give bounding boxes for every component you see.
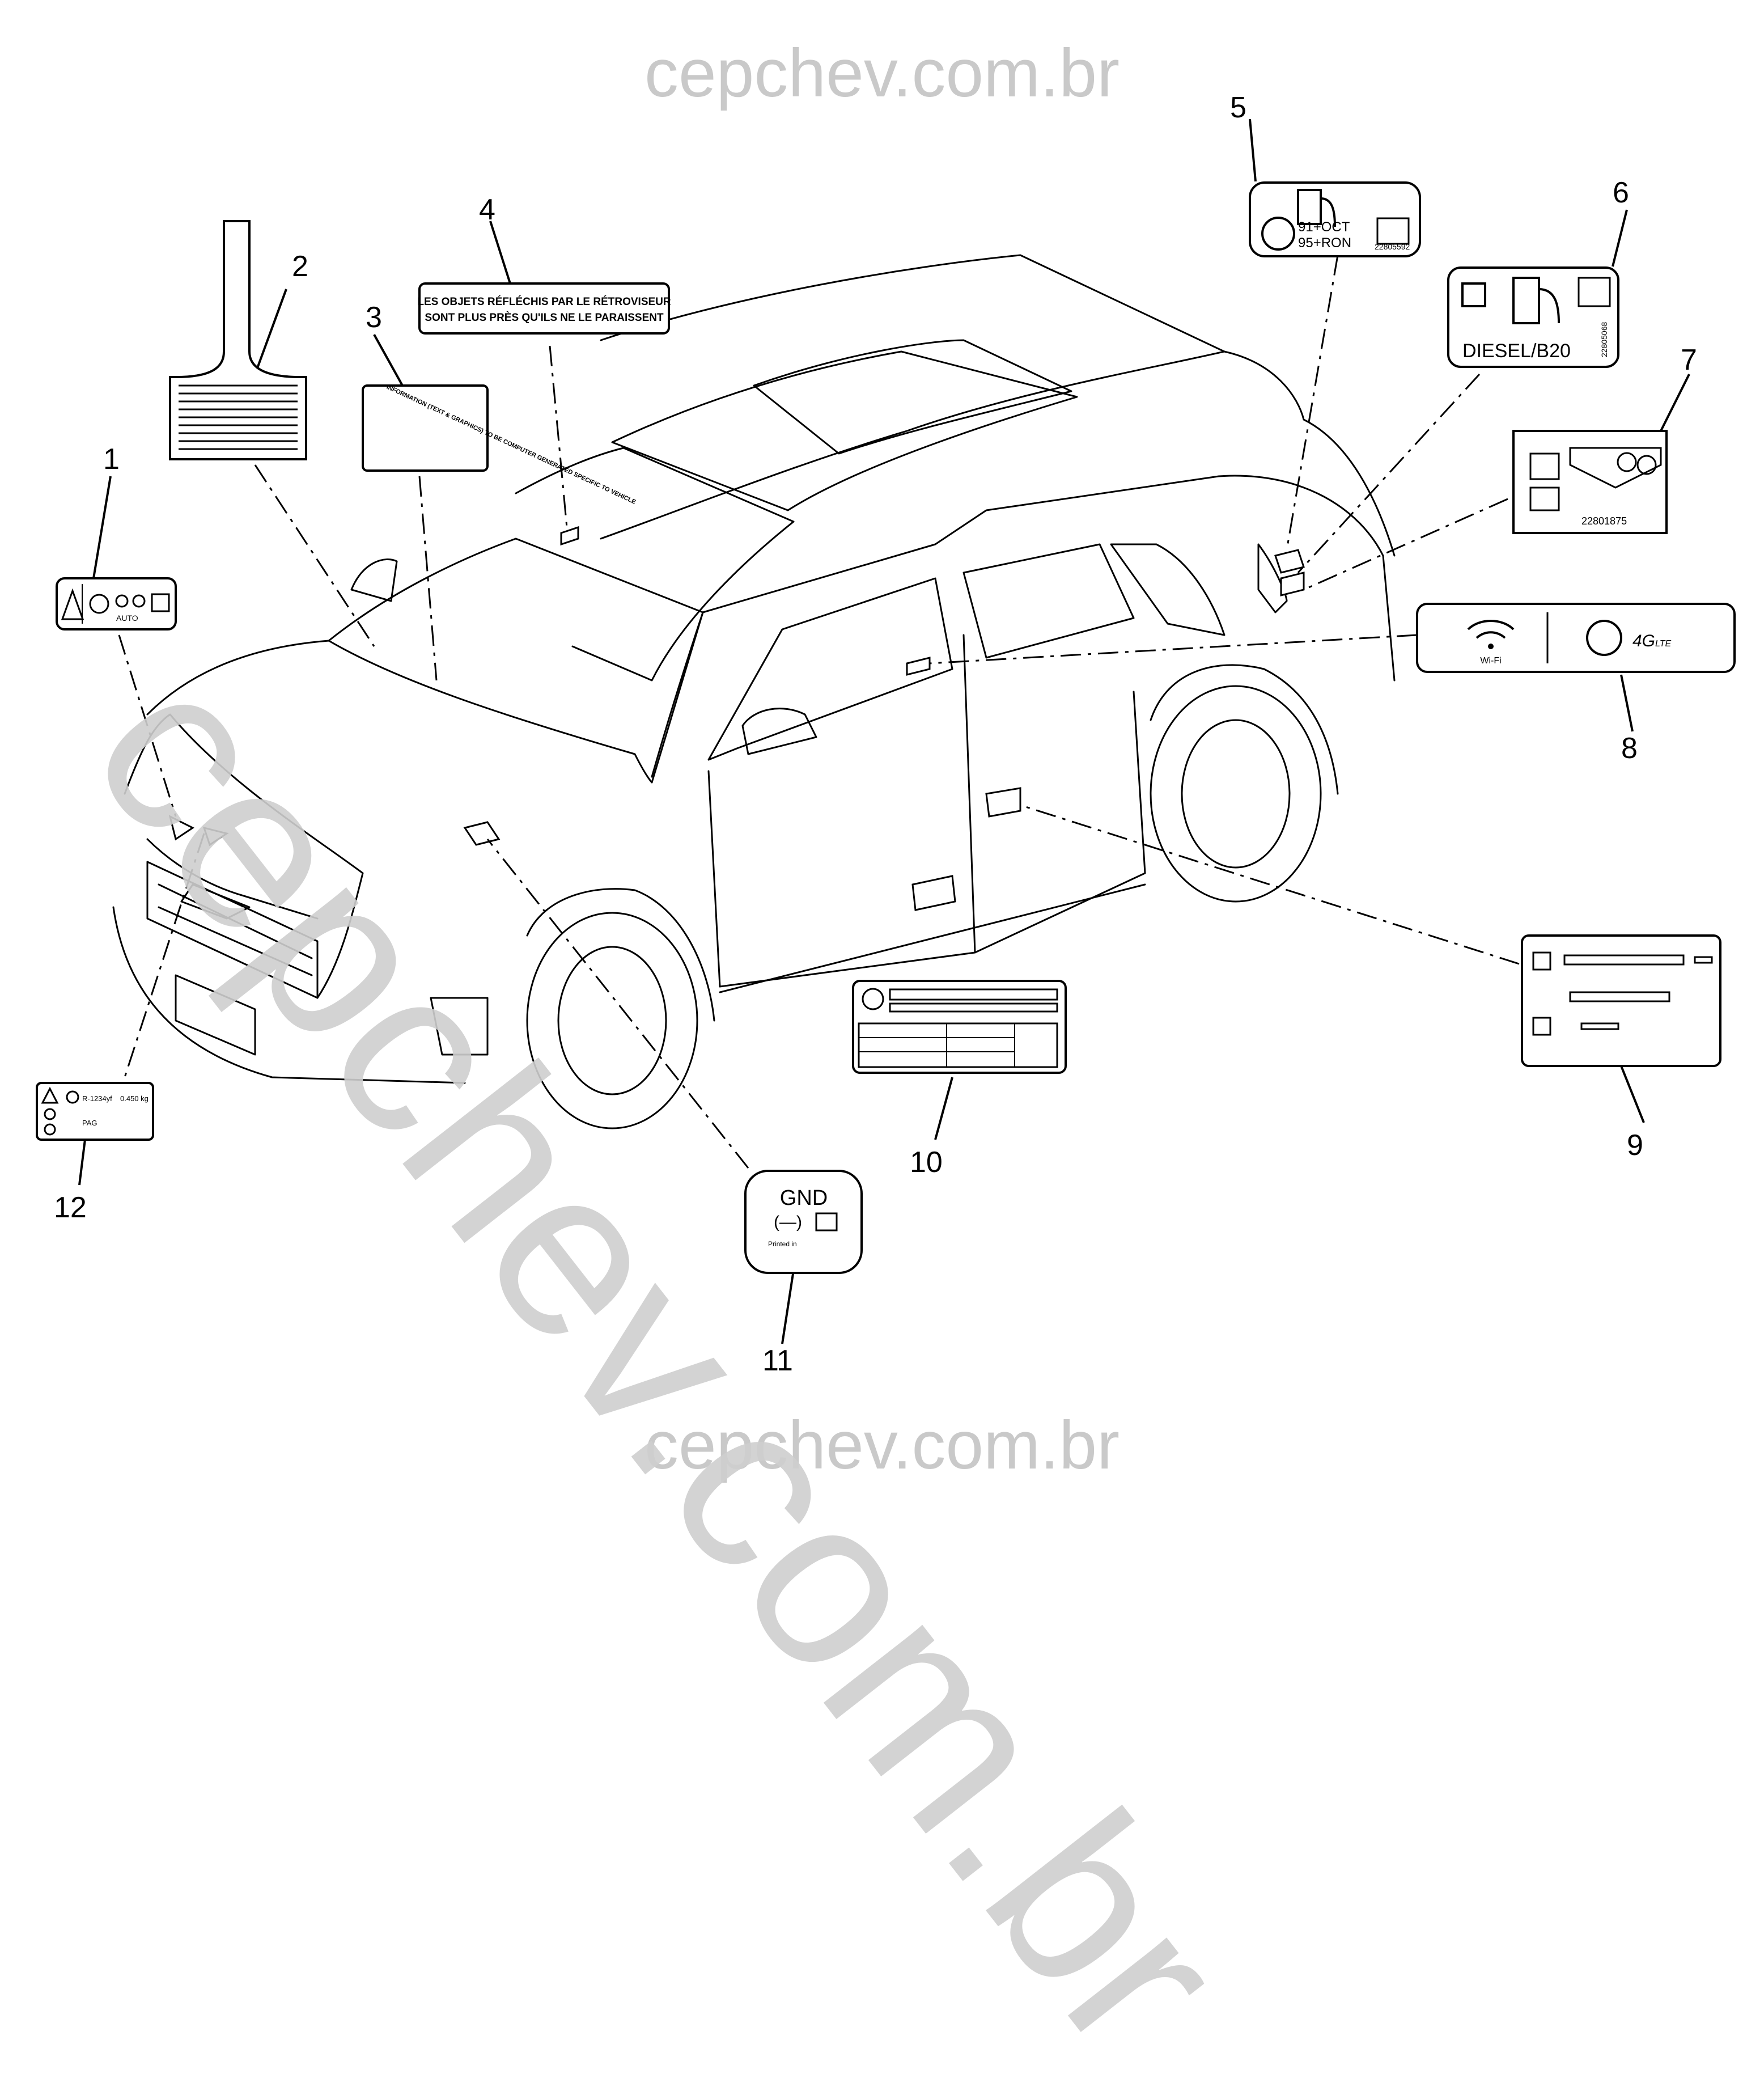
label-12-oil: PAG [82, 1119, 97, 1127]
label-11-gnd: GND [780, 1186, 828, 1210]
label-10 [852, 980, 1067, 1074]
label-1: AUTO [56, 577, 177, 630]
callout-leaders [78, 119, 1690, 1344]
label-8: Wi-Fi 4G LTE [1416, 603, 1736, 673]
label-8-lte: LTE [1655, 639, 1671, 649]
label-2 [169, 220, 307, 460]
label-6: DIESEL/B20 22805068 [1447, 266, 1619, 368]
label-8-wifi: Wi-Fi [1480, 656, 1501, 666]
callout-4: 4 [479, 193, 495, 226]
label-6-code: 22805068 [1600, 321, 1609, 357]
label-1-auto: AUTO [116, 613, 138, 623]
watermark-bottom: cepchev.com.br [644, 1407, 1120, 1483]
callout-10: 10 [910, 1146, 943, 1179]
label-11-printed: Printed in [768, 1240, 797, 1248]
label-7-code: 22801875 [1581, 515, 1627, 527]
label-locations [168, 526, 1305, 911]
diagram-canvas: AUTO INFORMATION (TEXT & GRAPHICS) TO BE… [36, 35, 1736, 2096]
label-5-line2: 95+RON [1298, 235, 1351, 251]
watermark-top: cepchev.com.br [644, 35, 1120, 111]
leader-lines [118, 255, 1520, 1169]
label-5: 91+OCT 95+RON 22805592 [1249, 181, 1421, 257]
label-12-qty: 0.450 kg [120, 1094, 149, 1103]
label-4: LES OBJETS RÉFLÉCHIS PAR LE RÉTROVISEUR … [417, 282, 671, 335]
callout-9: 9 [1627, 1129, 1643, 1162]
diagram-svg: AUTO INFORMATION (TEXT & GRAPHICS) TO BE… [36, 119, 1736, 1344]
label-7: 22801875 [1512, 430, 1668, 534]
label-4-line2: SONT PLUS PRÈS QU'ILS NE LE PARAISSENT [425, 311, 664, 324]
label-9 [1521, 934, 1721, 1067]
label-11-sym: (—) [774, 1213, 802, 1232]
callout-12: 12 [54, 1191, 87, 1224]
callout-7: 7 [1681, 344, 1697, 376]
callout-3: 3 [366, 301, 382, 334]
label-5-code: 22805592 [1375, 242, 1410, 251]
label-12-refrigerant: R-1234yf [82, 1094, 112, 1103]
label-6-text: DIESEL/B20 [1462, 340, 1571, 362]
label-4-line1: LES OBJETS RÉFLÉCHIS PAR LE RÉTROVISEUR [417, 295, 671, 308]
callout-11: 11 [762, 1344, 793, 1377]
callout-8: 8 [1621, 732, 1638, 765]
callout-6: 6 [1613, 176, 1629, 209]
callout-5: 5 [1230, 91, 1246, 124]
vehicle-outline [112, 254, 1396, 1129]
label-12: R-1234yf 0.450 kg PAG [36, 1082, 154, 1141]
label-11: GND (—) Printed in [744, 1170, 863, 1274]
label-3: INFORMATION (TEXT & GRAPHICS) TO BE COMP… [362, 384, 637, 506]
label-5-line1: 91+OCT [1298, 219, 1350, 235]
callout-2: 2 [292, 250, 308, 283]
callout-1: 1 [103, 443, 120, 476]
label-8-4g: 4G [1632, 632, 1655, 650]
